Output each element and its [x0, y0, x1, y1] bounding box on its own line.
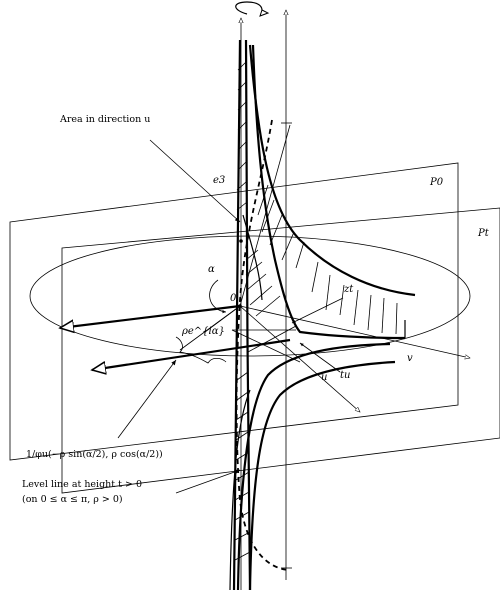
- label-level-range: (on 0 ≤ α ≤ π, ρ > 0): [22, 494, 123, 505]
- label-area-direction: Area in direction u: [59, 114, 150, 125]
- label-v: v: [407, 353, 413, 364]
- zt-pointer: [291, 297, 344, 324]
- area-in-direction-u: [242, 214, 281, 317]
- label-e3: e3: [213, 175, 225, 186]
- level-line-dashed: [235, 119, 289, 571]
- label-level-line: Level line at height t > 0: [22, 479, 142, 490]
- area-pointer-arrow: [149, 139, 241, 223]
- label-u: u: [321, 372, 327, 383]
- central-hatched-band: [232, 39, 252, 591]
- tu-pointer: [299, 342, 341, 373]
- label-tu: tu: [340, 370, 350, 381]
- label-origin: 0: [230, 293, 237, 304]
- level-pointer-arrow: [175, 469, 241, 494]
- phi-pointer-arrow: [117, 359, 177, 439]
- origin-point: [238, 304, 242, 308]
- plane-p0: [9, 162, 459, 461]
- rho-brace: [175, 336, 227, 364]
- upper-surface-curve: [248, 44, 416, 340]
- plane-pt: [61, 207, 500, 494]
- label-pt: Pt: [477, 228, 490, 239]
- radial-lines: [60, 124, 470, 412]
- level-ellipse: [29, 235, 471, 357]
- label-rho-e: ρe^{iα}: [181, 326, 225, 337]
- lower-surface-curves: [229, 342, 396, 591]
- alpha-arc: [209, 279, 227, 314]
- label-p0: P0: [429, 177, 444, 188]
- e3-point: [239, 239, 243, 243]
- rotation-arrow-icon: [235, 1, 270, 17]
- label-alpha: α: [208, 264, 215, 275]
- label-phi-formula: 1/φu(−ρ sin(α/2), ρ cos(α/2)): [26, 449, 163, 460]
- label-zt: zt: [343, 284, 354, 295]
